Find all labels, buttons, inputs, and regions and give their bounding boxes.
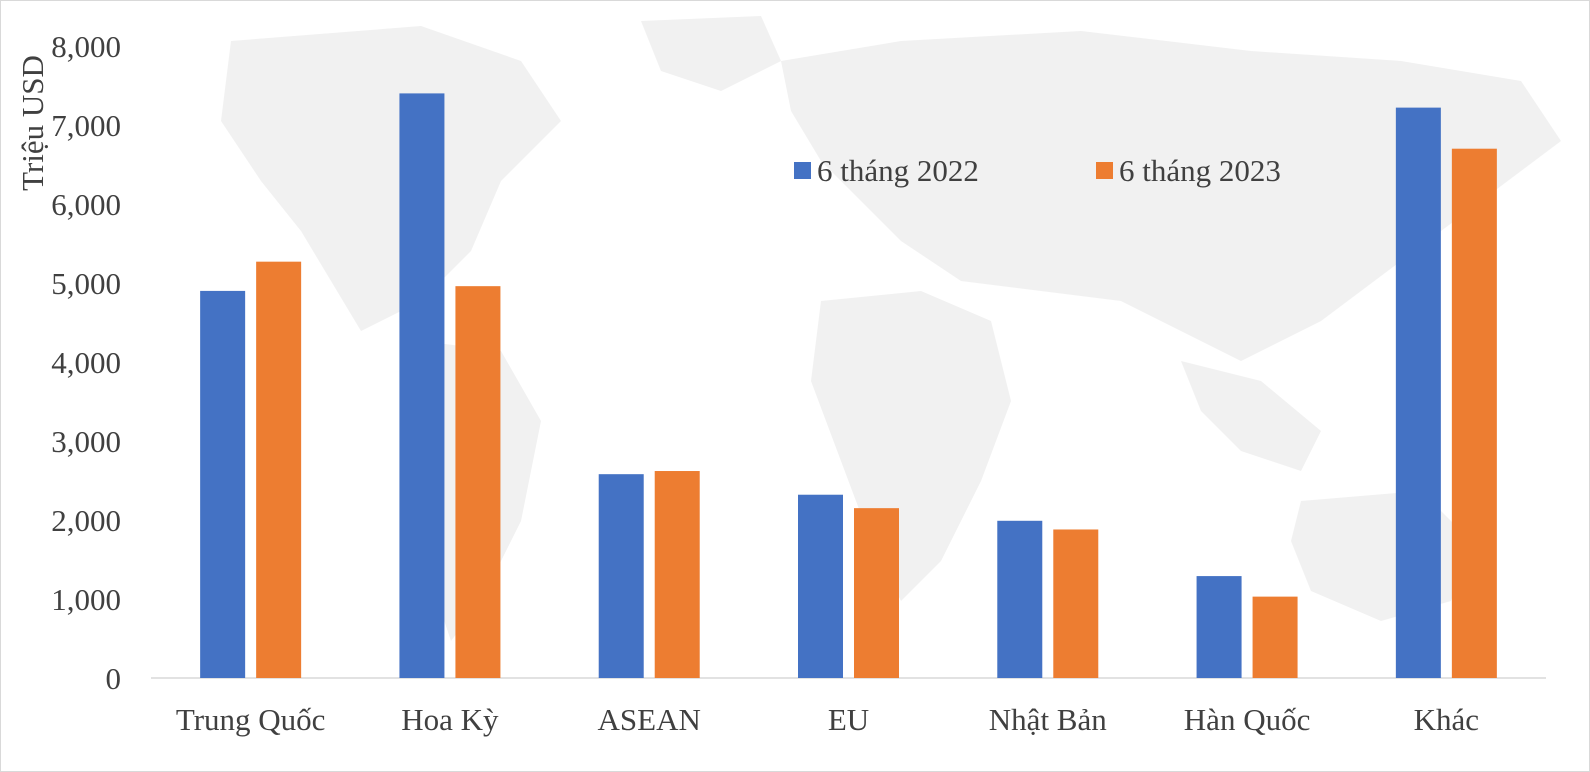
bar-2023 bbox=[1053, 529, 1099, 678]
y-tick-label: 2,000 bbox=[51, 503, 121, 538]
legend-label: 6 tháng 2023 bbox=[1119, 153, 1281, 188]
legend-label: 6 tháng 2022 bbox=[817, 153, 979, 188]
x-tick-label: Trung Quốc bbox=[176, 702, 326, 737]
bar-2022 bbox=[997, 520, 1043, 678]
bars bbox=[200, 93, 1497, 679]
legend-swatch bbox=[794, 162, 811, 179]
bar-2022 bbox=[399, 93, 445, 678]
legend-swatch bbox=[1096, 162, 1113, 179]
bar-2023 bbox=[1451, 148, 1497, 678]
x-tick-label: Khác bbox=[1414, 702, 1479, 737]
x-tick-label: Hàn Quốc bbox=[1184, 702, 1311, 737]
y-tick-label: 8,000 bbox=[51, 29, 121, 64]
y-tick-label: 7,000 bbox=[51, 108, 121, 143]
y-tick-label: 5,000 bbox=[51, 266, 121, 301]
bar-2023 bbox=[654, 471, 700, 678]
y-tick-label: 0 bbox=[106, 661, 122, 696]
bar-2023 bbox=[854, 508, 899, 678]
y-tick-label: 6,000 bbox=[51, 187, 121, 222]
y-axis-title: Triệu USD bbox=[15, 55, 50, 191]
x-tick-label: Nhật Bản bbox=[989, 702, 1107, 737]
bar-2023 bbox=[256, 261, 302, 678]
labels: 0 1,000 2,000 3,000 4,000 5,000 6,000 7,000 8,00… bbox=[51, 29, 1479, 737]
y-tick-label: 3,000 bbox=[51, 424, 121, 459]
bar-2022 bbox=[798, 494, 843, 678]
bar-2022 bbox=[200, 290, 246, 678]
bar-2023 bbox=[1252, 596, 1298, 678]
legend: 6 tháng 2022 6 tháng 2023 bbox=[794, 153, 1281, 188]
bar-2022 bbox=[1196, 576, 1242, 678]
bar-2022 bbox=[1395, 107, 1441, 679]
x-tick-label: Hoa Kỳ bbox=[401, 702, 499, 737]
x-tick-label: ASEAN bbox=[598, 702, 701, 737]
y-tick-label: 1,000 bbox=[51, 582, 121, 617]
x-tick-label: EU bbox=[828, 702, 869, 737]
y-tick-label: 4,000 bbox=[51, 345, 121, 380]
bar-2022 bbox=[598, 474, 644, 678]
bar-2023 bbox=[455, 286, 501, 678]
